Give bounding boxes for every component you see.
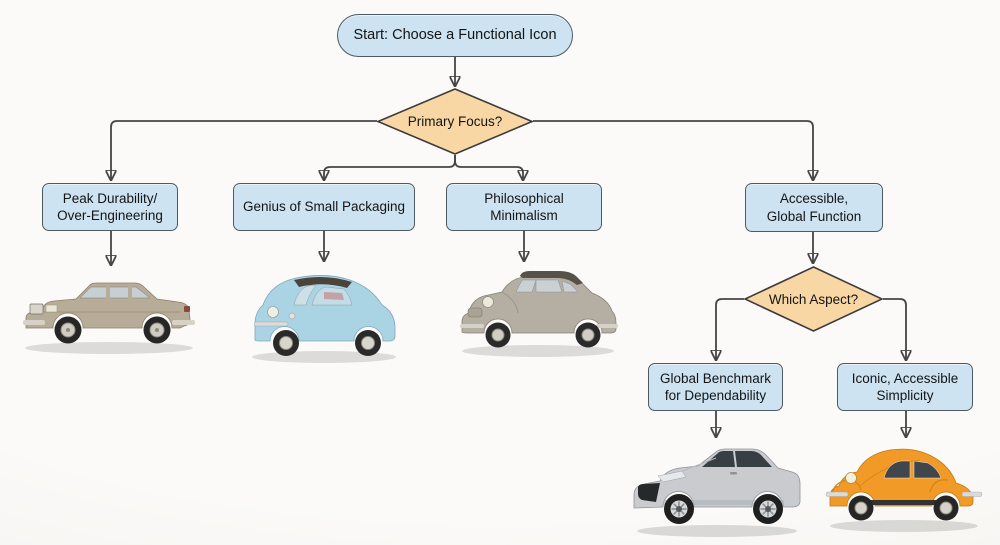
- connector-primary-to-packaging: [324, 155, 456, 179]
- orange-beetle-car-icon: [825, 448, 983, 532]
- connector-primary-to-minimalism: [454, 155, 523, 179]
- front-wheel: [485, 322, 511, 348]
- rear-wheel: [355, 330, 381, 356]
- connector-primary-to-durability: [111, 120, 377, 179]
- decision-which-aspect-label: Which Aspect?: [768, 291, 859, 307]
- branch-peak-durability: Peak Durability/ Over-Engineering: [42, 183, 178, 231]
- diamond-shape: [744, 266, 883, 332]
- rear-wheel: [143, 316, 171, 344]
- front-wheel: [54, 316, 82, 344]
- branch-accessible-global: Accessible, Global Function: [745, 183, 883, 232]
- connector-which-to-benchmark: [716, 298, 744, 359]
- light-blue-microcar-icon: [252, 275, 396, 363]
- rear-wheel: [575, 322, 601, 348]
- branch-philosophical-minimalism: Philosophical Minimalism: [446, 183, 602, 231]
- beige-classic-sedan-car-icon: [23, 282, 195, 354]
- connector-which-to-simplicity: [883, 298, 906, 359]
- decision-primary-focus: Primary Focus?: [377, 88, 533, 155]
- grey-classic-economy-car-icon: [460, 271, 618, 357]
- branch-global-benchmark: Global Benchmark for Dependability: [648, 363, 783, 411]
- front-wheel: [664, 494, 694, 524]
- silver-modern-sedan-car-icon: [633, 448, 801, 537]
- rear-wheel: [933, 495, 959, 521]
- connector-primary-to-accessible: [533, 120, 813, 179]
- front-wheel: [848, 495, 874, 521]
- start-node: Start: Choose a Functional Icon: [337, 14, 573, 57]
- front-wheel: [273, 330, 299, 356]
- branch-small-packaging: Genius of Small Packaging: [233, 183, 415, 231]
- decision-primary-focus-label: Primary Focus?: [407, 114, 503, 129]
- branch-iconic-simplicity: Iconic, Accessible Simplicity: [837, 363, 973, 411]
- rear-wheel: [753, 494, 783, 524]
- diamond-shape: [377, 88, 533, 155]
- decision-which-aspect: Which Aspect?: [744, 266, 883, 332]
